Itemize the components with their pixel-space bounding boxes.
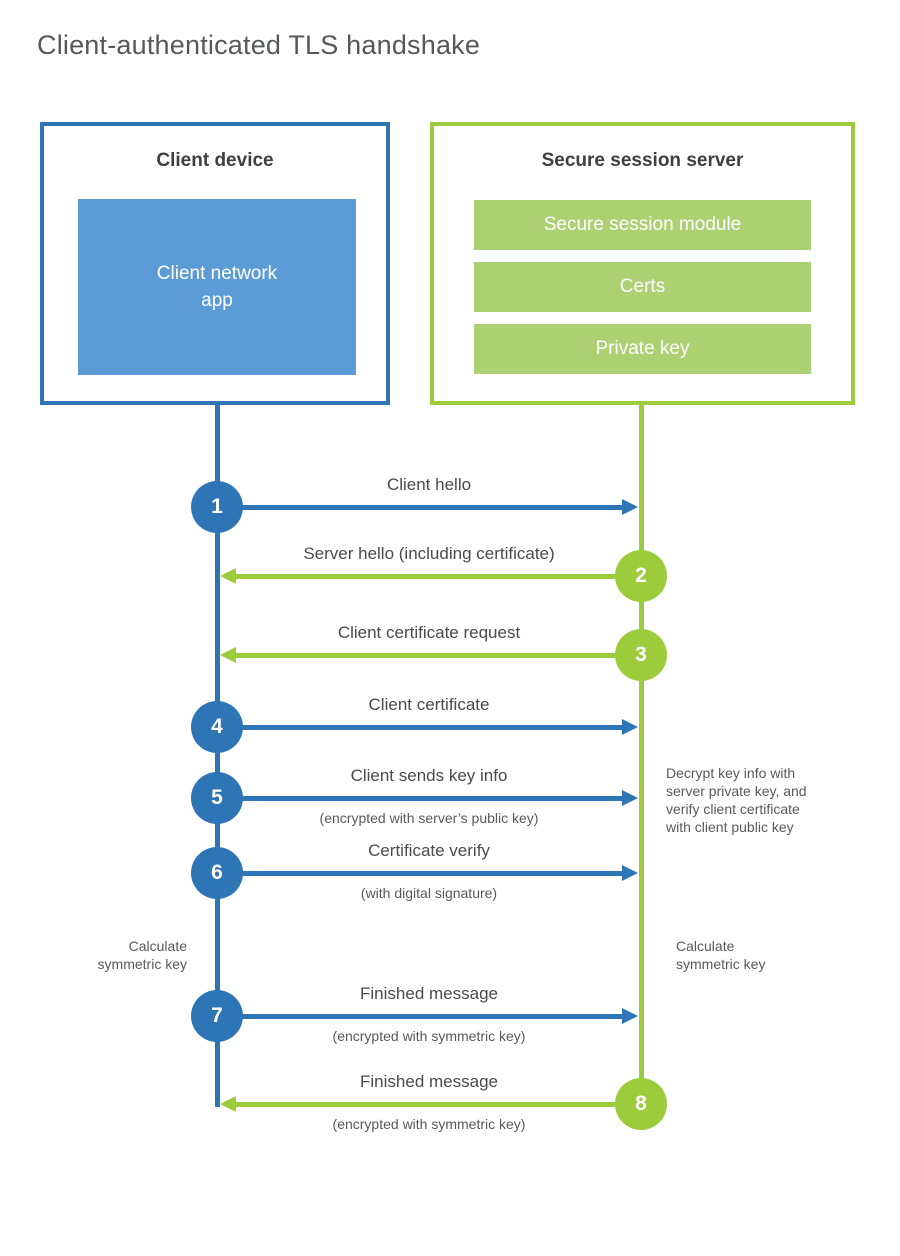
page-title: Client-authenticated TLS handshake xyxy=(37,30,481,60)
step-7-arrow-shaft xyxy=(240,1014,623,1019)
step-3-number: 3 xyxy=(635,643,647,666)
step-4-circle: 4 xyxy=(191,701,243,753)
step-4-number: 4 xyxy=(211,715,223,738)
step-2-arrow-shaft xyxy=(236,574,615,579)
secure-session-server-title: Secure session server xyxy=(541,150,744,171)
step-5-arrow-head xyxy=(622,790,638,806)
step-4-arrow-shaft xyxy=(240,725,623,730)
step-8-number: 8 xyxy=(635,1092,647,1115)
step-6-arrow-head xyxy=(622,865,638,881)
step-4-arrow-head xyxy=(622,719,638,735)
step-6-sublabel: (with digital signature) xyxy=(360,885,498,901)
step-2-arrow-head xyxy=(220,568,236,584)
step-8-circle: 8 xyxy=(615,1078,667,1130)
step-7-label: Finished message xyxy=(360,984,498,1003)
server-modules: Secure session module Certs Private key xyxy=(474,200,811,374)
step-6-circle: 6 xyxy=(191,847,243,899)
step-5-label: Client sends key info xyxy=(350,766,508,785)
server-module-private-key: Private key xyxy=(474,324,811,374)
step-3-circle: 3 xyxy=(615,629,667,681)
step-1-arrow-shaft xyxy=(240,505,623,510)
calculate-symmetric-key-server: Calculate symmetric key xyxy=(676,938,766,972)
step-7-arrow-head xyxy=(622,1008,638,1024)
step-4-label: Client certificate xyxy=(368,695,490,714)
server-module-secure-session: Secure session module xyxy=(474,200,811,250)
step-3-arrow-head xyxy=(220,647,236,663)
step-6-label: Certificate verify xyxy=(368,841,490,860)
step-2-circle: 2 xyxy=(615,550,667,602)
step-8-arrow-shaft xyxy=(236,1102,615,1107)
step-8-sublabel: (encrypted with symmetric key) xyxy=(332,1116,526,1132)
step-5-circle: 5 xyxy=(191,772,243,824)
step-5-sublabel: (encrypted with server’s public key) xyxy=(319,810,539,826)
step-6-number: 6 xyxy=(211,861,223,884)
step-3-arrow-shaft xyxy=(236,653,615,658)
step-2-label: Server hello (including certificate) xyxy=(303,544,555,563)
step-3-label: Client certificate request xyxy=(337,623,521,642)
step-2-number: 2 xyxy=(635,564,647,587)
step-7-sublabel: (encrypted with symmetric key) xyxy=(332,1028,526,1044)
calculate-symmetric-key-client: Calculate symmetric key xyxy=(97,938,187,972)
step-1-circle: 1 xyxy=(191,481,243,533)
step-5-number: 5 xyxy=(211,786,223,809)
server-lifeline xyxy=(639,405,644,1130)
step-8-arrow-head xyxy=(220,1096,236,1112)
client-lifeline xyxy=(215,405,220,1107)
client-network-app-block: Client network app xyxy=(78,199,356,375)
decrypt-key-note: Decrypt key info with server private key… xyxy=(666,765,807,835)
step-1-number: 1 xyxy=(211,495,223,518)
step-7-circle: 7 xyxy=(191,990,243,1042)
client-device-title: Client device xyxy=(156,150,274,171)
client-device-box: Client device Client network app xyxy=(40,122,390,405)
step-5-arrow-shaft xyxy=(240,796,623,801)
step-7-number: 7 xyxy=(211,1004,223,1027)
secure-session-server-box: Secure session server Secure session mod… xyxy=(430,122,855,405)
step-1-label: Client hello xyxy=(386,475,472,494)
step-1-arrow-head xyxy=(622,499,638,515)
server-module-certs: Certs xyxy=(474,262,811,312)
step-6-arrow-shaft xyxy=(240,871,623,876)
step-8-label: Finished message xyxy=(360,1072,498,1091)
